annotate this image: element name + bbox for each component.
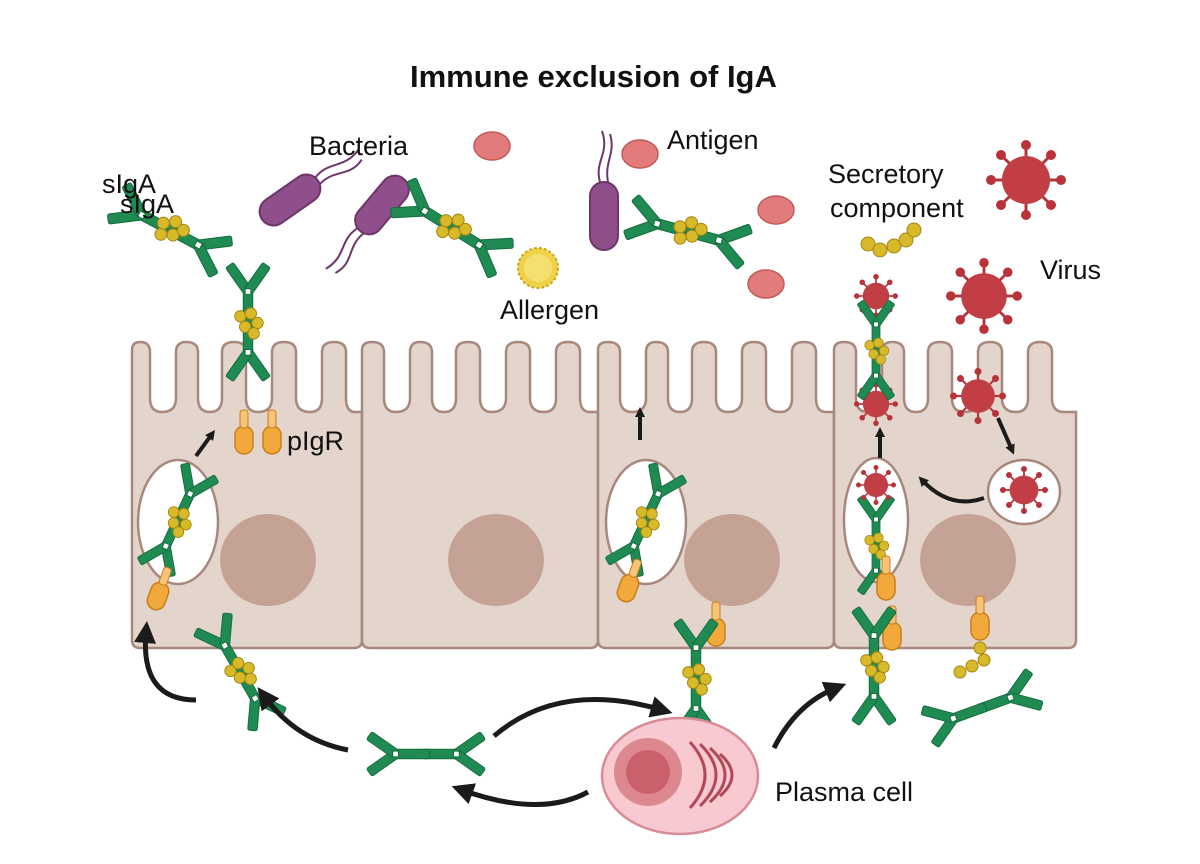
label-pigr: pIgR — [287, 426, 345, 456]
bacterium-1 — [258, 149, 363, 227]
label-allergen: Allergen — [500, 295, 600, 325]
nucleus-4 — [920, 514, 1016, 606]
dimer-igA-basal-4b — [918, 667, 1045, 750]
nucleus-2 — [448, 514, 544, 606]
arrow-virus-down — [996, 417, 1015, 455]
virus-siga-bottom — [853, 381, 899, 427]
label-bacteria: Bacteria — [309, 131, 409, 161]
virus-siga-top — [853, 273, 899, 319]
label-siga-2: sIgA — [120, 189, 175, 219]
nucleus-1 — [220, 514, 316, 606]
label-antigen: Antigen — [667, 125, 759, 155]
bacterium-2 — [325, 174, 410, 274]
siga-bound-antigen — [621, 193, 754, 271]
nucleus-3 — [684, 514, 780, 606]
allergen-particle — [517, 247, 559, 289]
label-plasma-cell: Plasma cell — [775, 777, 914, 807]
label-secretory-component-1: Secretory — [828, 159, 944, 189]
label-virus: Virus — [1040, 255, 1102, 285]
arrow-vesicle-to-apical — [194, 429, 215, 458]
arrow-basal-up-left — [134, 621, 197, 703]
label-siga-1: sIgA — [102, 169, 157, 199]
antigen-2 — [621, 139, 659, 169]
arrow-plasma-to-dimer — [451, 783, 590, 807]
bacterium-3 — [589, 130, 619, 251]
virus-large-top — [984, 138, 1068, 222]
arrow-dimer-to-basal — [257, 687, 349, 753]
epithelial-layer — [130, 340, 1078, 650]
dimer-igA-plasma — [366, 732, 485, 777]
arrows — [134, 407, 1015, 807]
virus-on-microvilli — [948, 366, 1008, 426]
virus-in-vesicle-4 — [855, 464, 897, 506]
secretory-component-chain — [860, 222, 922, 258]
plasma-cell — [600, 716, 760, 836]
j-chain-basal-4b — [953, 641, 991, 679]
arrow-plasma-to-cell4 — [771, 681, 847, 750]
antigen-3 — [757, 195, 795, 225]
diagram-title: Immune exclusion of IgA — [410, 59, 777, 94]
arrow-virus-to-vesicle — [918, 476, 985, 504]
arrow-dimer-to-plasma — [492, 696, 673, 738]
label-secretory-component-2: component — [830, 193, 964, 223]
virus-middle — [944, 256, 1024, 336]
virus-in-vesicle — [999, 465, 1049, 515]
antigen-1 — [473, 131, 511, 161]
antigen-4 — [747, 269, 785, 299]
